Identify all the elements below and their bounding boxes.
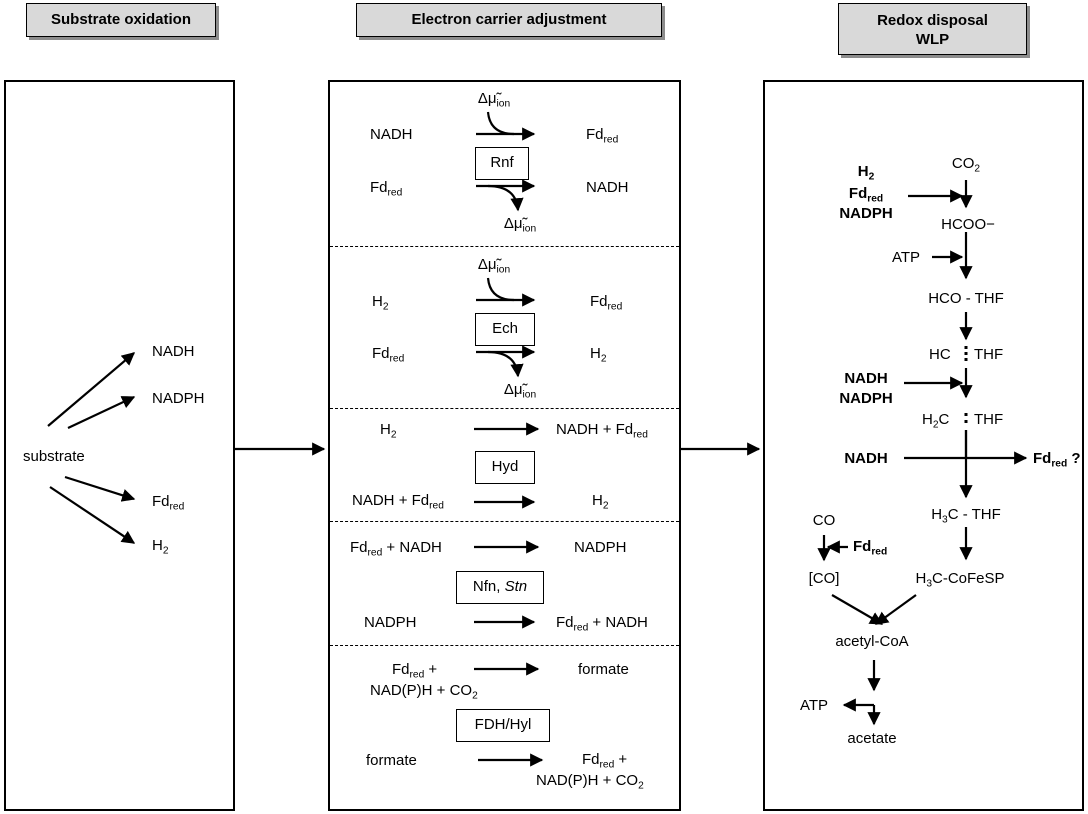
header-substrate-oxidation: Substrate oxidation [26,3,216,37]
ech-delta-mu-bottom: Δμ̃ion [503,381,537,401]
wlp-co-bracket: [CO] [808,570,840,587]
wlp-nadph-input: NADPH [839,205,893,222]
fdh-reactants-left-1: Fdred + [392,661,438,681]
wlp-co: CO [812,512,836,529]
ech-h2-right: H2 [590,345,607,365]
rnf-nadh-right: NADH [586,179,629,196]
wlp-acetate: acetate [847,730,897,747]
header-redox-disposal: Redox disposal WLP [838,3,1027,55]
wlp-nadh-input: NADH [844,370,888,387]
ech-fd-left: Fdred [372,345,405,365]
label-h2-left: H2 [152,537,169,557]
fdh-products-right-2: NAD(P)H + CO2 [536,772,644,792]
header-substrate-oxidation-text: Substrate oxidation [50,11,192,28]
wlp-h2c-label: H2C [922,411,950,431]
hyd-h2-left: H2 [380,421,397,441]
fdh-hyl-enzyme-box: FDH/Hyl [456,709,550,742]
wlp-co2: CO2 [951,155,981,175]
wlp-nadph-input-2: NADPH [839,390,893,407]
wlp-atp-input: ATP [892,249,921,266]
wlp-fd-co-input: Fdred [853,538,888,558]
divider-2 [330,408,679,409]
wlp-acetyl-coa: acetyl-CoA [835,633,909,650]
fdh-formate-right: formate [578,661,629,678]
label-substrate: substrate [23,448,85,465]
divider-4 [330,645,679,646]
wlp-nadh-input-2: NADH [844,450,888,467]
nfn-fd-nadh-left: Fdred + NADH [350,539,442,559]
wlp-h3c-thf: H3C - THF [931,506,1001,526]
label-fd-red-left: Fdred [152,493,185,513]
nfn-nadph-left: NADPH [364,614,417,631]
divider-3 [330,521,679,522]
divider-1 [330,246,679,247]
redox-disposal-panel [763,80,1084,811]
ech-h2-left: H2 [372,293,389,313]
fdh-reactants-left-2: NAD(P)H + CO2 [370,682,478,702]
rnf-enzyme-box: Rnf [475,147,529,180]
wlp-hco-thf: HCO - THF [928,290,1004,307]
wlp-h3c-cofesp: H3C-CoFeSP [915,570,1005,590]
wlp-h2-input: H2 [857,163,875,183]
substrate-oxidation-panel [4,80,235,811]
wlp-thf-label-1: THF [974,346,1004,363]
header-electron-carrier-text: Electron carrier adjustment [411,11,607,28]
label-nadph-left: NADPH [152,390,205,407]
ech-enzyme-box: Ech [475,313,535,346]
nfn-fd-nadh-right: Fdred + NADH [556,614,648,634]
rnf-delta-mu-top: Δμ̃ion [477,90,511,110]
hyd-enzyme-box: Hyd [475,451,535,484]
label-nadh-left: NADH [152,343,195,360]
wlp-atp-output: ATP [800,697,829,714]
header-redox-line2: WLP [915,31,950,48]
header-electron-carrier-adjustment: Electron carrier adjustment [356,3,662,37]
wlp-fd-output: Fdred ? [1033,450,1081,470]
wlp-fd-input: Fdred [848,185,884,205]
wlp-hcoo: HCOO− [941,216,995,233]
hyd-nadh-fd-left: NADH + Fdred [352,492,444,512]
ech-delta-mu-top: Δμ̃ion [477,256,511,276]
ech-fd-right: Fdred [590,293,623,313]
fdh-formate-left: formate [366,752,417,769]
wlp-thf-label-2: THF [974,411,1004,428]
fdh-products-right-1: Fdred + [582,751,628,771]
rnf-fd-right: Fdred [586,126,619,146]
nfn-stn-enzyme-box: Nfn, Stn [456,571,544,604]
rnf-fd-left: Fdred [370,179,403,199]
hyd-nadh-fd-right: NADH + Fdred [556,421,648,441]
wlp-hc-label: HC [929,346,951,363]
nfn-nadph-right: NADPH [574,539,627,556]
hyd-h2-right: H2 [592,492,609,512]
header-redox-line1: Redox disposal [877,12,988,29]
rnf-delta-mu-bottom: Δμ̃ion [503,215,537,235]
rnf-nadh-left: NADH [370,126,413,143]
